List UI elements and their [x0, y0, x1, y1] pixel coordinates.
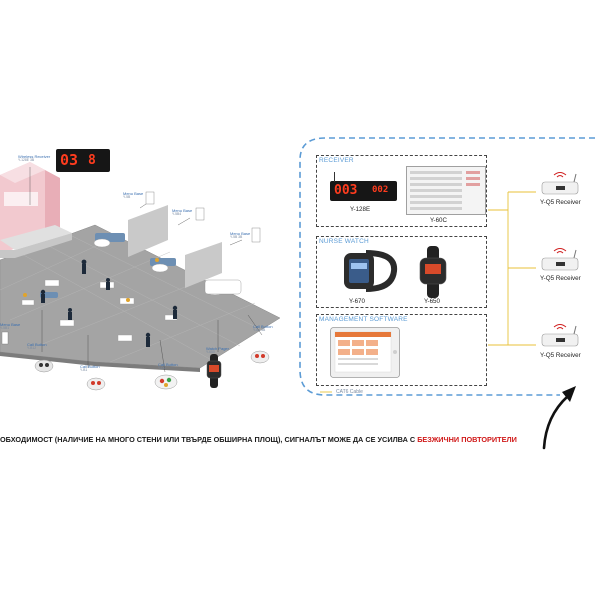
y-q5-receiver-label-2: Y-Q5 Receiver	[540, 275, 581, 282]
y-q5-receiver-icon-2	[541, 248, 579, 271]
nurse-watch-panel	[316, 236, 487, 308]
y-q5-receiver-label-3: Y-Q5 Receiver	[540, 352, 581, 359]
y128e-digits-b: 002	[372, 185, 389, 195]
management-software-panel	[316, 314, 487, 386]
y128e-display-icon: 003 002	[330, 181, 397, 201]
y-q5-receiver-icon-3	[541, 324, 579, 347]
receiver-panel	[316, 155, 487, 227]
management-software-section-title: MANAGEMENT SOFTWARE	[319, 316, 408, 323]
y650-label: Y-650	[424, 298, 440, 305]
nurse-watch-section-title: NURSE WATCH	[319, 238, 369, 245]
restaurant-illustration	[0, 140, 290, 395]
y60c-board-icon	[406, 166, 486, 215]
call-button-icon	[154, 374, 178, 390]
restaurant-devices	[34, 350, 270, 391]
label-menu-base-1: Menu Base Y-5B	[123, 191, 144, 200]
curved-arrow-icon	[542, 386, 576, 450]
system-diagram-frame	[299, 137, 595, 396]
y128e-digits-a: 003	[334, 183, 358, 198]
y128e-label: Y-128E	[350, 206, 371, 213]
y-q5-receiver-label-1: Y-Q5 Receiver	[540, 199, 581, 206]
call-button-icon	[86, 377, 106, 391]
call-button-icon	[34, 359, 54, 373]
restaurant-led-digits-2: 8	[88, 153, 96, 168]
y650-watch-icon	[419, 246, 447, 298]
call-button-icon	[250, 350, 270, 364]
caption-highlight: БЕЗЖИЧНИ ПОВТОРИТЕЛИ	[417, 435, 517, 444]
label-menu-base-3: Menu Base Y-5B 3B	[230, 231, 251, 240]
caption-text: ОБХОДИМОСТ (НАЛИЧИЕ НА МНОГО СТЕНИ ИЛИ Т…	[0, 435, 517, 444]
label-wireless-receiver: Wireless Receiver Y-128E 3B	[18, 154, 51, 163]
label-call-button-1: Call Button Y-B12	[27, 342, 47, 351]
caption-main: ОБХОДИМОСТ (НАЛИЧИЕ НА МНОГО СТЕНИ ИЛИ Т…	[0, 435, 418, 444]
cat6-cable-label: CAT6 Cable	[336, 389, 363, 395]
y670-label: Y-670	[349, 298, 365, 305]
y128e-antenna	[334, 172, 335, 182]
receiver-section-title: RECEIVER	[319, 157, 354, 164]
label-menu-base-2: Menu Base Y-5B4	[172, 208, 193, 217]
y670-watch-icon	[344, 250, 398, 292]
restaurant-floor-plan	[0, 162, 281, 373]
label-call-button-3: Call Button Y-C6	[158, 362, 178, 371]
watch-pager-icon	[206, 354, 222, 388]
label-call-button-2: Call Button Y-B1	[80, 364, 100, 373]
restaurant-led-digits: 03	[60, 151, 79, 169]
label-menu-base-4: Menu Base Y-5B1	[0, 322, 21, 331]
restaurant-led-display: 03 8	[56, 149, 110, 172]
y-q5-receiver-icon-1	[541, 172, 579, 195]
y60c-label: Y-60C	[430, 217, 447, 224]
label-call-button-4: Call Button Y-B1 3B	[253, 324, 273, 333]
management-tablet-icon	[330, 327, 400, 378]
label-watch-pager: Watch Pager Y-650	[206, 346, 229, 355]
